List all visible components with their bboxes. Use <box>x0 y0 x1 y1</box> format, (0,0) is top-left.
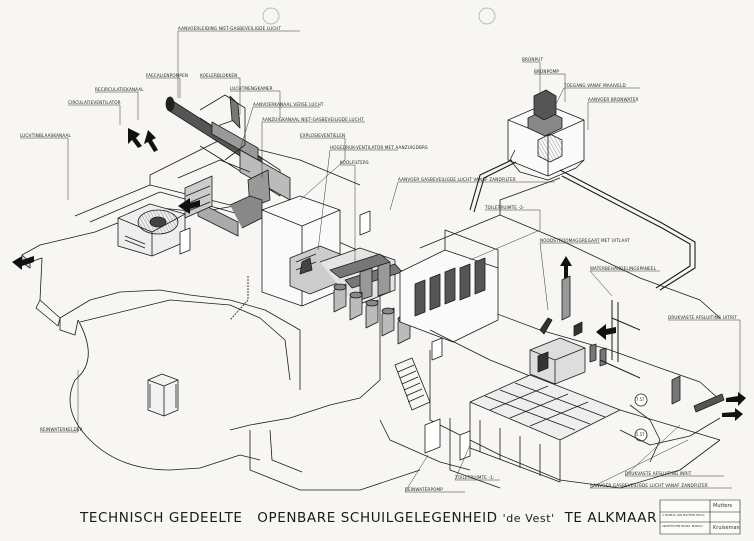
stair <box>394 357 431 411</box>
drukvaste-afsluitingen <box>619 375 725 463</box>
label-reinwaterpomp: REINWATERPOMP <box>405 488 443 493</box>
air-flow-arrows <box>12 128 746 421</box>
title-block <box>659 499 741 535</box>
label-toegang: TOEGANG VANAF MAAIVELD <box>564 84 626 89</box>
title-part-1: TECHNISCH GEDEELTE <box>80 510 243 526</box>
label-koelerblokken: KOELERBLOKKEN <box>200 74 238 79</box>
titleblock-line-2: ARCHITECTEN EN ING. BUREAU <box>662 525 703 528</box>
label-bronpomp: BRONPOMP <box>534 70 560 75</box>
titleblock-name-2: Kruiseman <box>713 525 740 531</box>
label-noodstroom: NOODSTROOMAGGREGAAT MET UITLAAT <box>540 239 630 244</box>
noodstroomaggregaat <box>529 275 607 385</box>
label-luchtmengkamer: LUCHTMENGKAMER <box>230 87 273 92</box>
label-hogedruk: HOGEDRUK-VENTILATOR MET AANZUIGDBRS <box>330 146 428 151</box>
water-pipes <box>599 300 641 379</box>
label-toiletruimte-1: TOILETRUIMTE -1- <box>455 476 495 481</box>
label-recirculatiekanaal: RECIRCULATIEKANAAL <box>95 88 144 93</box>
label-aanzuigkanaal: AANZUIGKANAAL NIET-GASBEVEILIGDE LUCHT <box>262 118 364 123</box>
label-toiletruimte-2: TOILETRUIMTE -2- <box>485 206 525 211</box>
doors <box>179 210 471 461</box>
punch-holes <box>262 7 496 25</box>
leader-lines <box>20 30 741 493</box>
bronwater-pipe <box>469 159 696 291</box>
label-aanvoerkanaal-verse: AANVOERKANAAL VERSE LUCHT <box>253 103 324 108</box>
label-luchtinblaaskanaal: LUCHTINBLAASKANAAL <box>20 134 71 139</box>
label-drukvaste-inrit: DRUKVASTE AFSLUITING INRIT <box>625 472 692 477</box>
label-drukvaste-uitrit: DRUKVASTE AFSLUITING UITRIT <box>668 316 738 321</box>
label-aanvoerleiding: AANVOERLEIDING NIET-GASBEVEILIGDE LUCHT <box>178 27 282 32</box>
label-waterbehandeling: WATERBEHANDELINGSPANEEL <box>590 267 657 272</box>
toiletruimte-1 <box>469 374 621 483</box>
main-floor-slab <box>74 117 721 401</box>
label-aanvoer-gasbeveiligde: AANVOER GASBEVEILIGDE LUCHT VANAF ZANDFI… <box>398 178 516 183</box>
level-marker-1: 7.57 <box>636 397 645 402</box>
label-aanvoer-bronwater: AANVOER BRONWATER <box>588 98 639 103</box>
title-part-3: 'de Vest' <box>502 512 555 525</box>
level-marker-2: 5.57 <box>636 432 645 437</box>
titleblock-line-1: ir. BUREAU VAN MUTTERS EN CO <box>662 514 705 517</box>
drawing-title: TECHNISCH GEDEELTE OPENBARE SCHUILGELEGE… <box>80 510 657 526</box>
label-faecalienpompen: FAECALIENPOMPEN <box>146 74 189 79</box>
titleblock-name-1: Mutters <box>713 503 733 509</box>
toiletruimte-2 <box>399 229 499 343</box>
label-aanvoer-zandfilter: AANVOER GASBEVEILIGDE LUCHT VANAF ZANDFI… <box>590 484 708 489</box>
label-bronput: BRONPUT <box>522 58 544 63</box>
bronput <box>507 89 585 181</box>
title-part-4: TE ALKMAAR <box>564 510 658 526</box>
label-circulatieventilator: CIRCULATIEVENTILATOR <box>68 101 121 106</box>
label-reinwaterkelder: REINWATERKELDER <box>40 428 83 433</box>
label-koolfilters: KOOLFILTERS <box>340 161 369 166</box>
title-part-2: OPENBARE SCHUILGELEGENHEID <box>257 510 498 526</box>
air-ducts <box>165 94 291 237</box>
filter-room <box>261 195 403 307</box>
circulatie-ventilator <box>117 203 186 257</box>
label-explosieventielen: EXPLOSIEVENTIELEN <box>300 134 346 139</box>
reinwater-tank <box>147 373 179 417</box>
